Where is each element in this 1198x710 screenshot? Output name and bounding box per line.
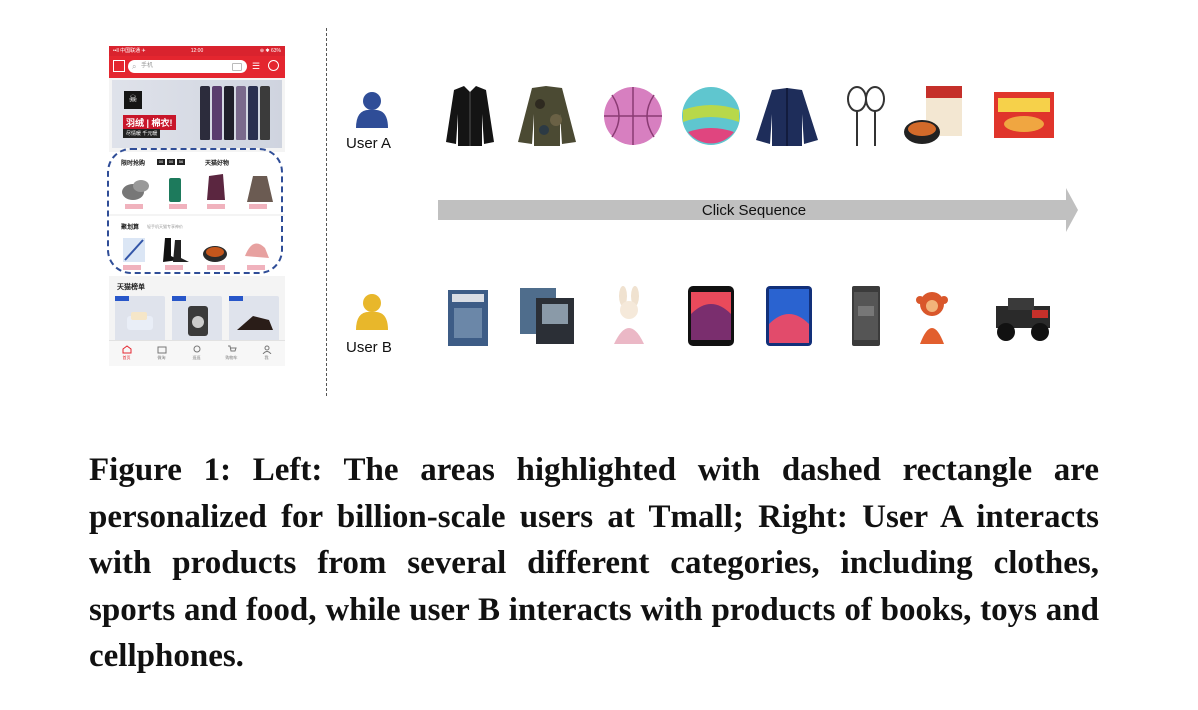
good-products-title: 天猫好物 [205,161,230,167]
user-icon [262,345,271,354]
coat-image [212,86,222,140]
tab-cart[interactable]: 购物车 [214,341,249,366]
coat-image [260,86,270,140]
carrier-text: ••ll 中国联通 ✈ [113,48,146,54]
tab-weitao[interactable]: 微淘 [144,341,179,366]
user-a-icon [356,92,388,128]
click-sequence-label: Click Sequence [701,202,807,219]
figure-caption: Figure 1: Left: The areas highlighted wi… [89,452,1099,674]
user-a-label: User A [346,135,392,152]
juhuasuan-note: 轻手机天猫专享神价 [147,224,183,229]
tab-label: 首页 [122,355,131,360]
cart-icon [227,345,237,352]
click-sequence-arrow [438,188,1078,232]
deal-products-image[interactable] [119,232,279,272]
user-b-icon [356,294,388,330]
tab-home[interactable]: 首页 [109,341,144,366]
juhuasuan-title: 聚划算 [121,225,140,231]
tmall-phone-screenshot: ••ll 中国联通 ✈ 12:00 ⊕ ✱ 63% ⌕ 手机 ☰ ☠ 羽绒 | … [109,46,285,366]
rank-card-1[interactable] [115,296,165,342]
location-icon [193,345,200,353]
lego-car-icon [996,298,1050,341]
rank-card-2[interactable] [172,296,222,342]
timer-minutes: 00 [167,159,175,165]
timer-seconds: 56 [177,159,185,165]
bottom-tab-bar: 首页 微淘 逛逛 购物车 我 [109,340,285,366]
android-phone-icon [766,286,812,346]
juhuasuan-section: 聚划算 轻手机天猫专享神价 [109,216,285,276]
badminton-racket-icon [847,86,885,146]
banner-subtitle: 尽情暖 千元暖 [123,129,161,138]
rank-card-3[interactable] [229,296,279,342]
search-input[interactable]: ⌕ 手机 [128,60,247,73]
banner-title: 羽绒 | 棉衣! [123,115,176,130]
battery-text: ⊕ ✱ 63% [259,48,281,54]
user-b-label: User B [346,339,392,356]
home-icon [122,345,131,354]
coat-image [248,86,258,140]
vertical-divider [326,28,327,396]
brand-logo: ☠ [124,91,142,109]
menu-icon[interactable]: ☰ [252,61,261,71]
tab-label: 微淘 [157,355,166,360]
tab-explore[interactable]: 逛逛 [179,341,214,366]
noodle-pack-icon [904,86,962,144]
coat-image [236,86,246,140]
promo-banner[interactable]: ☠ 羽绒 | 棉衣! 尽情暖 千元暖 [112,80,282,148]
feed-icon [157,346,166,354]
rank-title: 天猫榜单 [117,284,145,291]
bunny-toy-icon [614,286,644,344]
search-icon: ⌕ [132,62,137,71]
book-set-icon [520,288,574,344]
sony-phone-icon [852,286,880,346]
tab-label: 逛逛 [192,355,201,360]
monkey-toy-icon [916,292,948,344]
camo-jacket-icon [518,86,576,146]
magazine-icon [448,290,488,346]
tab-me[interactable]: 我 [249,341,284,366]
camera-icon[interactable] [232,63,242,71]
tab-label: 购物车 [225,355,238,360]
status-bar: ••ll 中国联通 ✈ 12:00 ⊕ ✱ 63% [109,46,285,56]
search-placeholder: 手机 [141,63,154,69]
message-icon[interactable] [268,60,279,71]
clock-text: 12:00 [190,48,204,54]
slipper-and-phone-image[interactable] [119,170,197,210]
snack-box-icon [994,92,1054,138]
black-jacket-icon [446,86,494,146]
personalized-area-highlight [107,148,283,274]
color-ball-icon [682,87,740,145]
search-header: ⌕ 手机 ☰ [109,56,285,78]
flash-sale-section: 限时抢购 00 00 56 天猫好物 [109,152,285,214]
tab-label: 我 [264,355,269,360]
coat-image [224,86,234,140]
timer-hours: 00 [157,159,165,165]
sweater-and-skirt-image[interactable] [201,170,279,210]
navy-jacket-icon [756,88,818,146]
scan-icon[interactable] [113,60,125,72]
coat-image [200,86,210,140]
flash-sale-title: 限时抢购 [121,161,146,167]
iphone-icon [688,286,734,346]
pink-basketball-icon [604,87,662,145]
